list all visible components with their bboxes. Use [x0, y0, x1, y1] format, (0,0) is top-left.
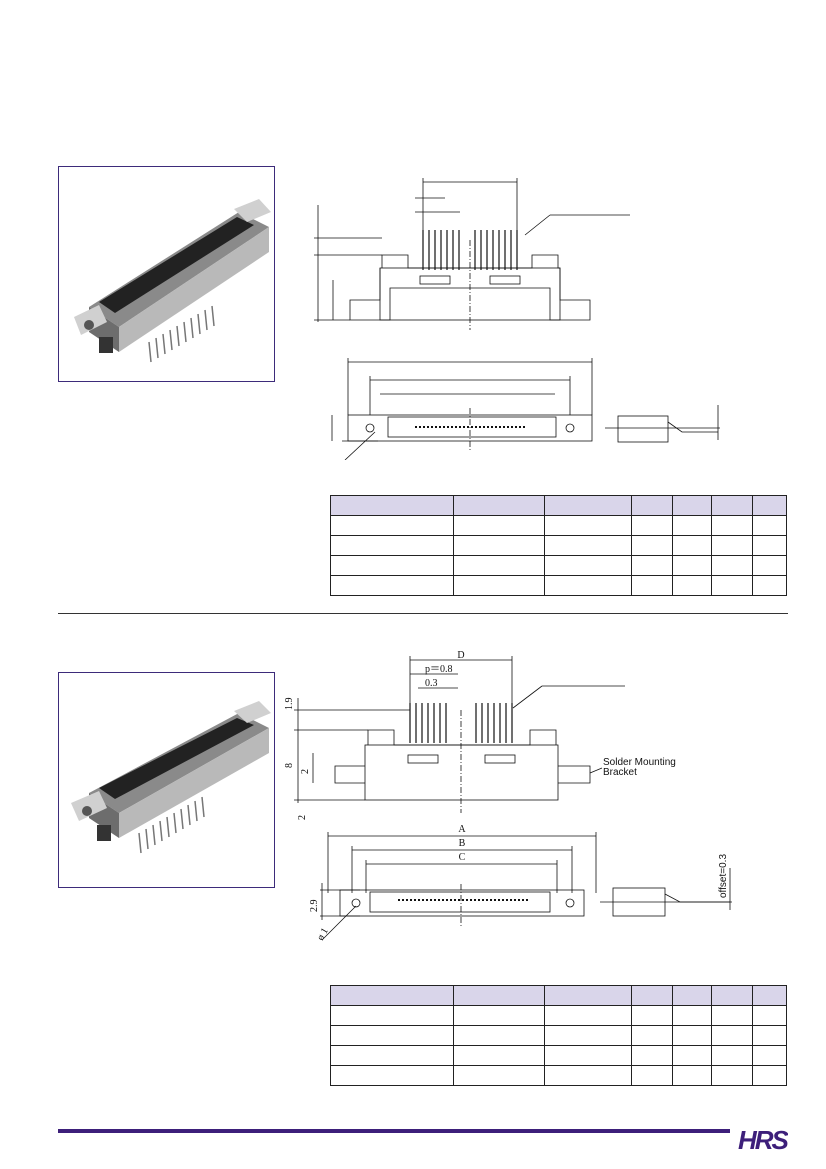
spec-table-1	[330, 495, 787, 596]
dim-a: A	[458, 824, 466, 835]
header-cell	[453, 985, 545, 1006]
dim-d: D	[457, 650, 464, 661]
product-photo-2	[58, 672, 275, 888]
header-cell	[631, 495, 673, 516]
header-cell	[453, 495, 545, 516]
header-cell	[631, 985, 673, 1006]
dim-h-8: 8	[284, 763, 295, 768]
table-row	[330, 555, 787, 576]
connector-image-2	[71, 701, 271, 854]
footer-bar	[58, 1129, 730, 1133]
dim-h-1-9: 1.9	[284, 698, 295, 711]
header-cell	[752, 495, 787, 516]
table-row	[330, 1005, 787, 1026]
table-row	[330, 1045, 787, 1066]
bracket-label-line1: Solder Mounting	[603, 757, 676, 768]
dim-c: C	[459, 852, 466, 863]
bracket-label-line2: Bracket	[603, 767, 637, 778]
dim-h-2-9: 2.9	[309, 900, 320, 913]
dim-pitch: p＝0.8	[425, 664, 453, 675]
header-cell	[711, 495, 753, 516]
header-cell	[544, 495, 632, 516]
header-cell	[672, 495, 712, 516]
dim-dia-1: ø 1	[315, 926, 331, 942]
header-cell	[752, 985, 787, 1006]
header-cell	[711, 985, 753, 1006]
logo-text: HRS	[738, 1125, 788, 1154]
header-cell	[330, 985, 454, 1006]
dim-offset: offset=0.3	[718, 854, 729, 898]
table-row	[330, 575, 787, 596]
dim-b: B	[459, 838, 466, 849]
table-header-row	[330, 985, 787, 1006]
hrs-logo: HRS	[738, 1125, 788, 1154]
dim-width-03: 0.3	[425, 678, 438, 689]
table-row	[330, 1065, 787, 1086]
header-cell	[672, 985, 712, 1006]
spec-table-2	[330, 985, 787, 1086]
table-row	[330, 515, 787, 536]
section-divider	[58, 613, 788, 614]
drawing-1	[314, 178, 720, 460]
product-photo-1	[58, 166, 275, 382]
table-row	[330, 535, 787, 556]
dim-h-2b: 2	[297, 815, 308, 820]
table-row	[330, 1025, 787, 1046]
dim-h-2a: 2	[300, 769, 311, 774]
drawing-2: D p＝0.8 0.3 1.9 8 2 2 Solder Mounting Br…	[284, 650, 732, 943]
connector-image-1	[74, 199, 271, 363]
table-header-row	[330, 495, 787, 516]
header-cell	[330, 495, 454, 516]
header-cell	[544, 985, 632, 1006]
